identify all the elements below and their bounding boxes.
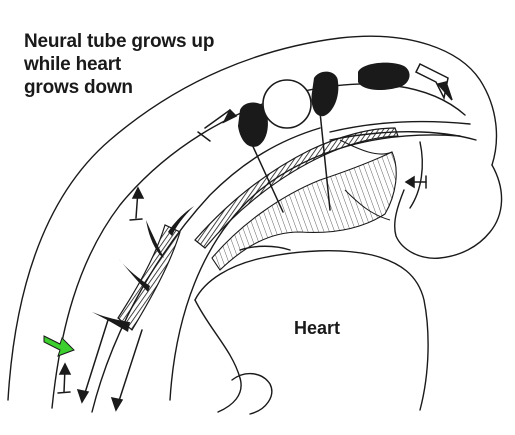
neural-tube-band [194, 127, 399, 249]
up-arrow-icon [204, 109, 231, 129]
title-line-2: while heart [24, 54, 122, 75]
dark-blob-2 [311, 71, 339, 117]
down-arrow-icon [117, 329, 143, 405]
foregut-outline [169, 134, 461, 401]
title-line-3: grows down [24, 77, 133, 98]
embryo-outer-contour [7, 35, 498, 401]
otic-vesicle [262, 79, 312, 129]
dark-blob-1 [238, 102, 268, 147]
heart-outline [194, 299, 242, 413]
heart-label: Heart [294, 318, 341, 338]
dark-blob-3 [358, 62, 410, 90]
ectoderm-contour [91, 127, 321, 413]
title-line-1: Neural tube grows up [24, 31, 215, 52]
diagram-title: Neural tube grows up while heart grows d… [24, 30, 214, 99]
head-outline [394, 164, 503, 259]
green-arrow-icon [43, 335, 75, 357]
vitelline-vessel [117, 224, 181, 331]
heart-tube-hatched [211, 151, 397, 271]
curved-arrow-top [414, 62, 449, 101]
